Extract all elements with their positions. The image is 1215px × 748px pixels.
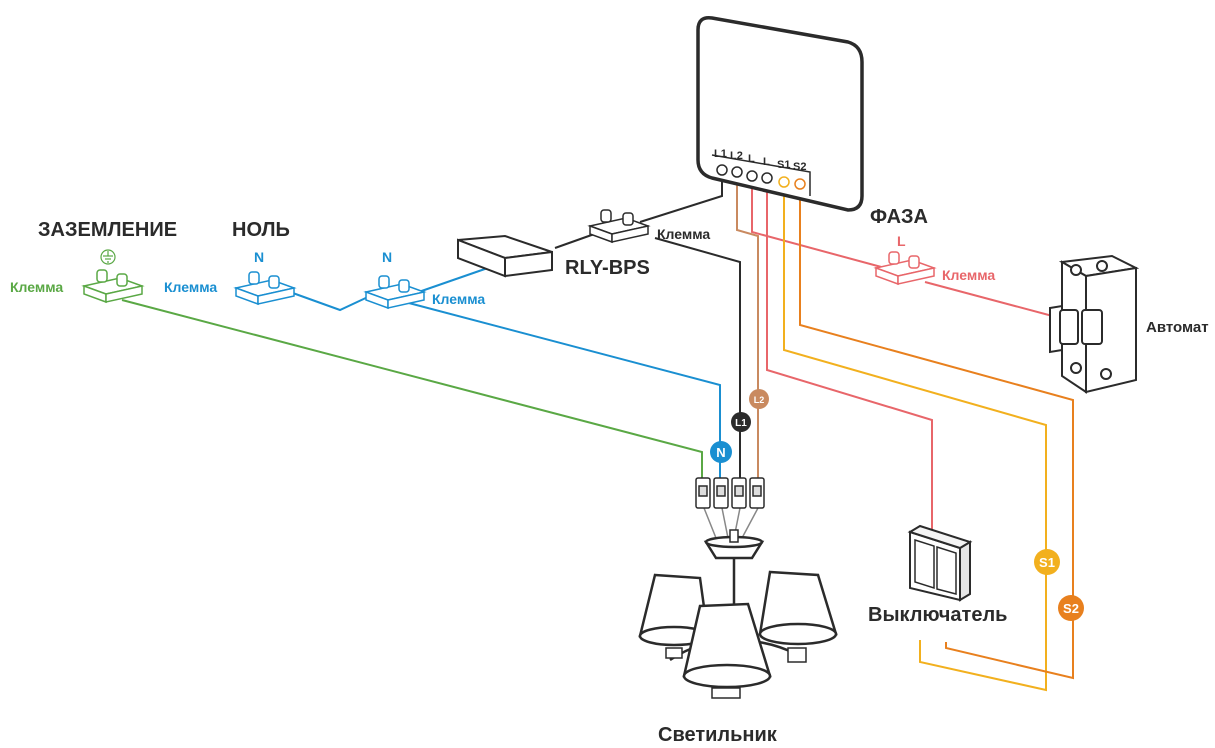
tag-l2-label: L2	[754, 395, 765, 405]
terminal-block-neutral-left	[233, 271, 297, 306]
tag-s1-label: S1	[1039, 555, 1055, 570]
wago-connectors	[695, 477, 765, 509]
tag-n-label: N	[716, 445, 725, 460]
phase-wire-breaker	[751, 176, 1061, 319]
neutral-wire-jumper	[289, 291, 371, 312]
klemma-green-label: Клемма	[10, 279, 63, 295]
relay-module: L1 L2 L L S1 S2	[696, 16, 864, 212]
klemma-red-label: Клемма	[942, 267, 995, 283]
tag-l1: L1	[731, 412, 751, 432]
klemma-black-label: Клемма	[657, 226, 710, 242]
tag-l1-label: L1	[735, 418, 747, 429]
l2-wire	[736, 172, 759, 478]
relay-terminal-l-a: L	[748, 153, 755, 165]
rly-bps-module	[457, 234, 553, 278]
relay-terminal-s1: S1	[777, 159, 790, 171]
klemma-blue-left-label: Клемма	[164, 279, 217, 295]
tag-n: N	[710, 441, 732, 463]
ground-title: ЗАЗЕМЛЕНИЕ	[38, 219, 177, 241]
labels: ЗАЗЕМЛЕНИЕ НОЛЬ N N ФАЗА L Клемма Клемма…	[10, 206, 1209, 746]
relay-terminal-l-b: L	[763, 156, 770, 168]
neutral-n-left: N	[254, 249, 264, 265]
breaker-label: Автомат	[1146, 319, 1209, 336]
klemma-blue-right-label: Клемма	[432, 291, 485, 307]
relay-terminal-s2: S2	[793, 161, 806, 173]
relay-terminal-l1: L1	[714, 148, 727, 160]
ground-wire	[121, 299, 703, 478]
rly-bps-label: RLY-BPS	[565, 257, 650, 279]
neutral-wire-to-lamp	[404, 301, 721, 478]
neutral-n-right: N	[382, 249, 392, 265]
phase-title: ФАЗА	[870, 206, 928, 228]
neutral-title: НОЛЬ	[232, 219, 290, 241]
s2-wire	[799, 180, 1074, 680]
relay-terminal-screws	[716, 164, 806, 190]
phase-l: L	[897, 233, 906, 249]
tag-s1: S1	[1034, 549, 1060, 575]
relay-terminal-l2: L2	[730, 150, 743, 162]
terminal-block-black	[587, 209, 651, 244]
l1-wire-lamp	[654, 237, 741, 478]
wire-tags: L1 L2 N S1 S2	[710, 389, 1084, 621]
wires	[121, 170, 1074, 692]
tag-s2-label: S2	[1063, 601, 1079, 616]
chandelier-icon	[638, 477, 838, 699]
phase-wire-switch	[766, 178, 933, 530]
wall-switch-icon	[907, 524, 973, 602]
tag-s2: S2	[1058, 595, 1084, 621]
tag-l2: L2	[749, 389, 769, 409]
terminal-block-ground	[81, 269, 145, 304]
ground-symbol-icon	[100, 249, 116, 265]
switch-label: Выключатель	[868, 604, 1007, 626]
terminal-block-phase	[873, 251, 937, 286]
lamp-label: Светильник	[658, 724, 778, 746]
terminal-block-neutral-right	[363, 275, 427, 310]
circuit-breaker-icon	[1049, 254, 1140, 394]
